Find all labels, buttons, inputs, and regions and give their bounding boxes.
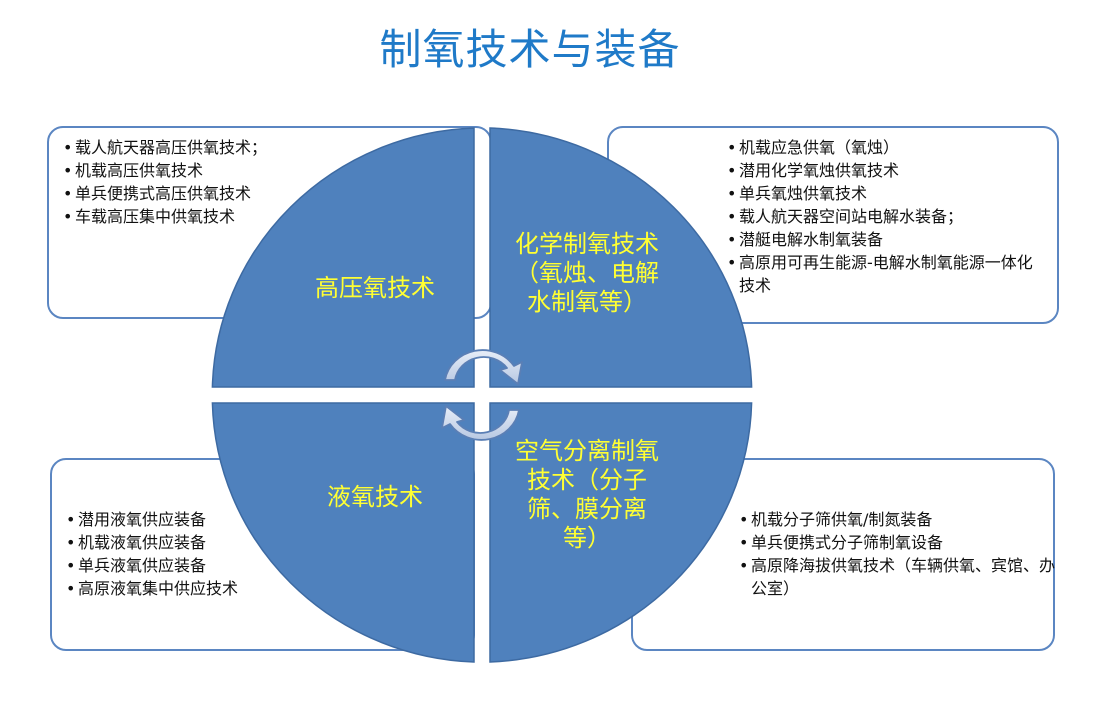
- list-item: 潜用化学氧烛供氧技术: [725, 159, 1044, 182]
- list-item: 单兵液氧供应装备: [64, 554, 238, 577]
- page-title: 制氧技术与装备: [379, 25, 681, 74]
- quadrant-shapes: [211, 127, 753, 663]
- list-item: 机载分子筛供氧/制氮装备: [737, 508, 1056, 531]
- list-item: 单兵便携式高压供氧技术: [61, 182, 267, 205]
- cycle-arrow-icon: [444, 349, 523, 385]
- list-item: 高原液氧集中供应技术: [64, 577, 238, 600]
- list-item: 潜艇电解水制氧装备: [725, 228, 1044, 251]
- quadrant-bottom-right: [489, 402, 753, 663]
- quadrant-label-air-separation: 空气分离制氧技术（分子筛、膜分离等）: [515, 437, 659, 552]
- list-item: 机载液氧供应装备: [64, 531, 238, 554]
- quadrant-label-chemical: 化学制氧技术（氧烛、电解水制氧等）: [515, 230, 659, 316]
- list-item: 潜用液氧供应装备: [64, 508, 238, 531]
- list-item: 载人航天器空间站电解水装备；: [725, 205, 1044, 228]
- quadrant-bottom-left: [211, 402, 475, 663]
- list-item: 单兵便携式分子筛制氧设备: [737, 531, 1056, 554]
- quadrant-top-right: [489, 127, 753, 388]
- quadrant-label-high-pressure: 高压氧技术: [315, 274, 435, 302]
- list-air-separation: 机载分子筛供氧/制氮装备 单兵便携式分子筛制氧设备 高原降海拔供氧技术（车辆供氧…: [737, 508, 1056, 600]
- list-item: 单兵氧烛供氧技术: [725, 182, 1044, 205]
- list-high-pressure: 载人航天器高压供氧技术； 机载高压供氧技术 单兵便携式高压供氧技术 车载高压集中…: [61, 136, 267, 228]
- list-item: 载人航天器高压供氧技术；: [61, 136, 267, 159]
- list-item: 机载应急供氧（氧烛）: [725, 136, 1044, 159]
- list-chemical: 机载应急供氧（氧烛） 潜用化学氧烛供氧技术 单兵氧烛供氧技术 载人航天器空间站电…: [725, 136, 1044, 297]
- cycle-arrow-icon: [441, 405, 520, 441]
- quadrant-top-left: [211, 127, 475, 388]
- list-item: 高原降海拔供氧技术（车辆供氧、宾馆、办公室）: [737, 554, 1056, 600]
- list-item: 高原用可再生能源-电解水制氧能源一体化技术: [725, 251, 1044, 297]
- list-liquid-oxygen: 潜用液氧供应装备 机载液氧供应装备 单兵液氧供应装备 高原液氧集中供应技术: [64, 508, 238, 600]
- quadrant-label-liquid-oxygen: 液氧技术: [327, 483, 423, 511]
- list-item: 车载高压集中供氧技术: [61, 205, 267, 228]
- list-item: 机载高压供氧技术: [61, 159, 267, 182]
